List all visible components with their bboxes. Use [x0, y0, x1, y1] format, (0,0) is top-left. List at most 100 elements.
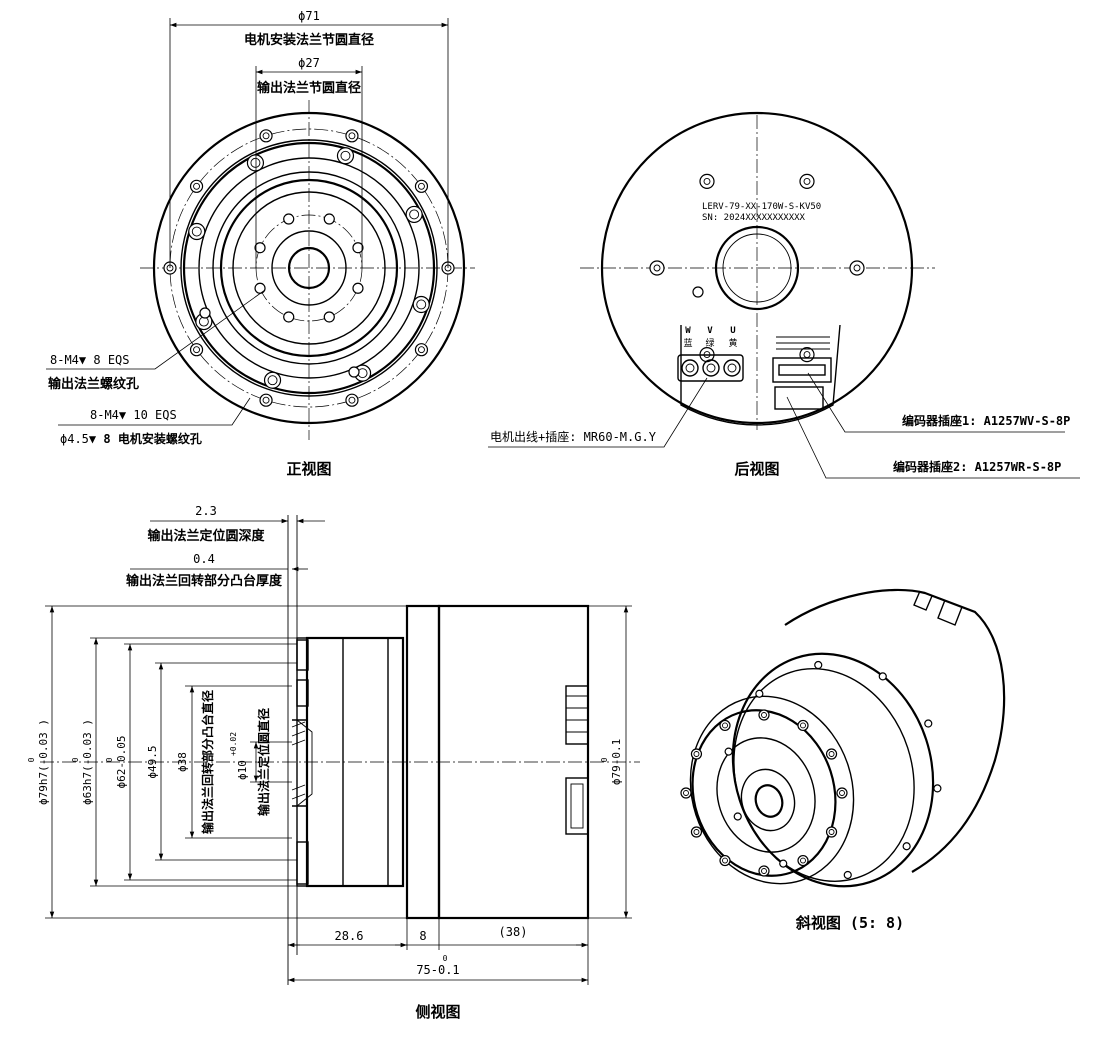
iso-bolt-inner	[722, 857, 728, 864]
motor-housing	[437, 604, 590, 920]
iso-bolts	[680, 709, 848, 877]
back-mount-hole	[799, 347, 815, 363]
front-flange-ring	[180, 139, 438, 397]
flange-bolt-bottom	[296, 841, 309, 885]
front-boss	[271, 230, 347, 306]
front-pin-hole-2	[348, 366, 360, 378]
back-mount-hole	[849, 260, 865, 276]
iso-bolt	[797, 719, 809, 732]
iso-bolt	[825, 826, 838, 838]
iso-output-flange	[691, 709, 837, 877]
iso-bolt	[758, 865, 770, 877]
iso-connector-notch	[913, 590, 963, 626]
back-mount-hole-inner	[803, 177, 811, 185]
motor-mount-hole-inner	[262, 132, 270, 140]
motor-connector-body	[677, 354, 744, 382]
caption-iso-view: 斜视图 (5: 8)	[795, 914, 904, 932]
flange-bolt-top-2	[296, 679, 309, 707]
label-motor-lead: 电机出线+插座: MR60-M.G.Y	[490, 429, 657, 444]
dim-phi71: ϕ71	[298, 9, 320, 23]
output-thread-hole	[352, 282, 364, 294]
caption-side-view: 侧视图	[415, 1003, 460, 1021]
phase-v: V	[707, 326, 713, 336]
leader-encoder-1	[807, 372, 1065, 433]
back-model: LERV-79-XX-170W-S-KV50	[702, 202, 821, 212]
motor-mount-hole	[414, 179, 429, 193]
boss-hatch	[291, 721, 306, 800]
front-output-holes	[254, 213, 364, 323]
dim-75: 75-0.1	[416, 963, 459, 977]
flange-bolt-top	[296, 639, 309, 671]
label-motor-pcd: 电机安装法兰节圆直径	[244, 32, 374, 48]
label-encoder-1: 编码器插座1: A1257WV-S-8P	[901, 413, 1070, 428]
iso-output-outer	[689, 695, 855, 885]
dim-0-4: 0.4	[193, 552, 215, 566]
motor-mount-hole-inner	[418, 346, 425, 354]
output-thread-hole	[283, 213, 295, 225]
output-thread-hole	[254, 282, 266, 294]
boss-section	[296, 719, 313, 807]
output-thread-hole	[323, 311, 335, 323]
pin-v-inner	[706, 363, 716, 373]
motor-mount-hole-inner	[348, 132, 356, 140]
iso-bolt-inner	[693, 829, 700, 835]
label-output-thread: 输出法兰螺纹孔	[48, 376, 139, 392]
dim-phi79-right: ϕ79-0.1	[610, 739, 623, 785]
iso-view: 斜视图 (5: 8)	[680, 588, 1006, 932]
note2-c: ϕ4.5	[60, 432, 89, 446]
connector-bottom	[565, 777, 589, 835]
tol-zero-63: 0	[71, 757, 80, 762]
motor-mount-hole	[259, 129, 273, 143]
front-outer-housing	[152, 111, 466, 425]
front-motor-holes	[163, 129, 455, 407]
iso-rear-hole	[755, 689, 764, 698]
note1-a: 8-M4	[50, 353, 79, 367]
cap-screw	[405, 205, 423, 224]
back-center-bore-inner	[722, 233, 792, 303]
note2-d: 8 电机安装螺纹孔	[96, 431, 202, 446]
tol-zero-79: 0	[27, 757, 36, 762]
output-thread-hole	[254, 242, 266, 254]
cap-screw-inner	[409, 209, 420, 220]
depth-symbol: ▼	[119, 408, 127, 422]
iso-bolt-inner	[828, 751, 835, 757]
back-mount-hole	[699, 173, 715, 189]
iso-bolt-inner	[761, 868, 767, 874]
note-phi45: ϕ4.5▼ 8 电机安装螺纹孔	[60, 431, 202, 446]
tol-phi10: +0.02	[229, 732, 238, 756]
front-output-step	[232, 191, 386, 345]
dim-phi495: ϕ49.5	[146, 745, 159, 778]
iso-bolt	[680, 787, 692, 799]
iso-bolt	[719, 854, 731, 867]
iso-output-step	[716, 737, 816, 853]
phase-u: U	[730, 326, 735, 336]
iso-bolt-inner	[722, 722, 728, 729]
iso-bore	[754, 784, 784, 818]
back-mount-hole-inner	[703, 177, 711, 185]
label-boss-thickness: 输出法兰回转部分凸台厚度	[126, 573, 283, 589]
encoder-socket-2	[774, 386, 824, 410]
iso-bolt-inner	[693, 751, 700, 757]
front-bearing-ring	[198, 157, 420, 379]
dim-phi27: ϕ27	[298, 56, 320, 70]
encoder-socket-1-inner	[778, 364, 826, 376]
leader-encoder-2	[786, 396, 1080, 479]
back-mount-hole-inner	[853, 264, 861, 272]
label-output-pcd: 输出法兰节圆直径	[257, 80, 361, 96]
back-connector-cutout	[680, 324, 841, 426]
phase-v-color: 绿	[705, 337, 714, 349]
front-flange-ring-2	[182, 141, 436, 395]
phase-w: W	[685, 326, 691, 336]
tol-zero-75: 0	[443, 954, 448, 963]
front-output-flange	[219, 178, 399, 358]
back-mount-holes	[649, 173, 865, 363]
back-mount-hole	[649, 260, 665, 276]
iso-rear-hole	[814, 660, 823, 670]
note-8-m4-10: 8-M4▼ 10 EQS	[90, 408, 177, 422]
pin-v	[702, 359, 720, 377]
encoder-socket-1	[772, 357, 832, 383]
output-thread-hole	[323, 213, 335, 225]
motor-mount-hole-inner	[418, 182, 425, 190]
pin-w	[681, 359, 699, 377]
dim-phi79h7: ϕ79h7(-0.03 )	[37, 719, 50, 805]
